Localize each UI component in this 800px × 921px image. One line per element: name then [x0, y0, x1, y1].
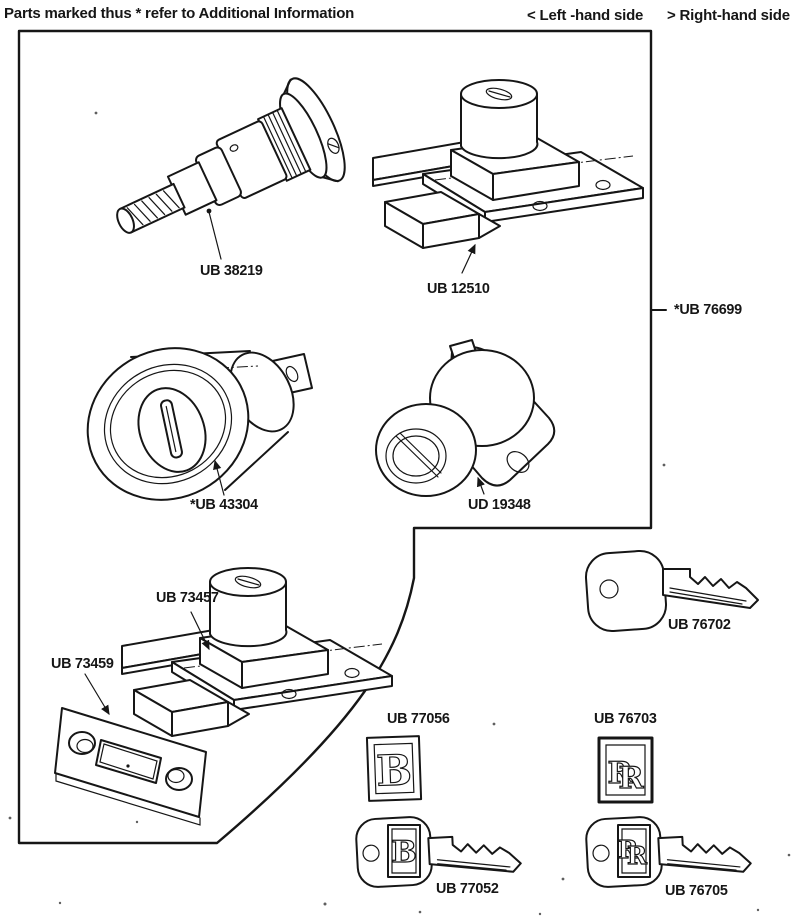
part-label-ud19348: UD 19348	[468, 496, 531, 513]
ub76703-badge-letter-r1: R	[608, 756, 634, 791]
part-label-ub76699: *UB 76699	[674, 301, 742, 318]
part-label-ub43304: *UB 43304	[190, 496, 258, 513]
ud19348-leader	[477, 476, 485, 494]
part-label-ub38219: UB 38219	[200, 262, 263, 279]
ub73459-leader	[85, 674, 110, 716]
additional-info-note: Parts marked thus * refer to Additional …	[4, 5, 355, 22]
ub73459-drawing	[55, 708, 206, 825]
ub73457-leader	[191, 612, 209, 651]
part-label-ub77052: UB 77052	[436, 880, 499, 897]
ub77052-drawing: B	[354, 810, 523, 889]
ub76705-drawing: R R	[584, 810, 753, 889]
ub38219-leader	[206, 208, 221, 259]
part-label-ub76702: UB 76702	[668, 616, 731, 633]
ub43304-drawing	[61, 320, 312, 528]
ub76705-key-badge-letter-r2: R	[627, 841, 648, 870]
ub77052-key-badge-letter: B	[391, 835, 416, 870]
ub12510-drawing	[372, 79, 644, 249]
ub76703-badge-letter-r2: R	[619, 761, 645, 796]
ud19348-drawing	[376, 340, 554, 496]
ub76703-badge-drawing: R R	[599, 738, 652, 802]
left-hand-side-hint: < Left -hand side	[527, 7, 644, 24]
part-label-ub76705: UB 76705	[665, 882, 728, 899]
part-label-ub73457: UB 73457	[156, 589, 219, 606]
ub76702-drawing	[584, 549, 758, 632]
scan-specks	[8, 111, 791, 916]
part-label-ub76703: UB 76703	[594, 710, 657, 727]
right-hand-side-hint: > Right-hand side	[667, 7, 790, 24]
ub76705-key-badge-letter-r1: R	[618, 835, 639, 864]
part-label-ub12510: UB 12510	[427, 280, 490, 297]
ub77056-badge-letter: B	[375, 745, 412, 795]
ub43304-leader	[213, 459, 224, 495]
part-label-ub73459: UB 73459	[51, 655, 114, 672]
ub12510-leader	[462, 243, 475, 273]
part-label-ub77056: UB 77056	[387, 710, 450, 727]
ub38219-drawing	[95, 71, 356, 272]
ub77056-badge-drawing: B	[367, 736, 421, 801]
